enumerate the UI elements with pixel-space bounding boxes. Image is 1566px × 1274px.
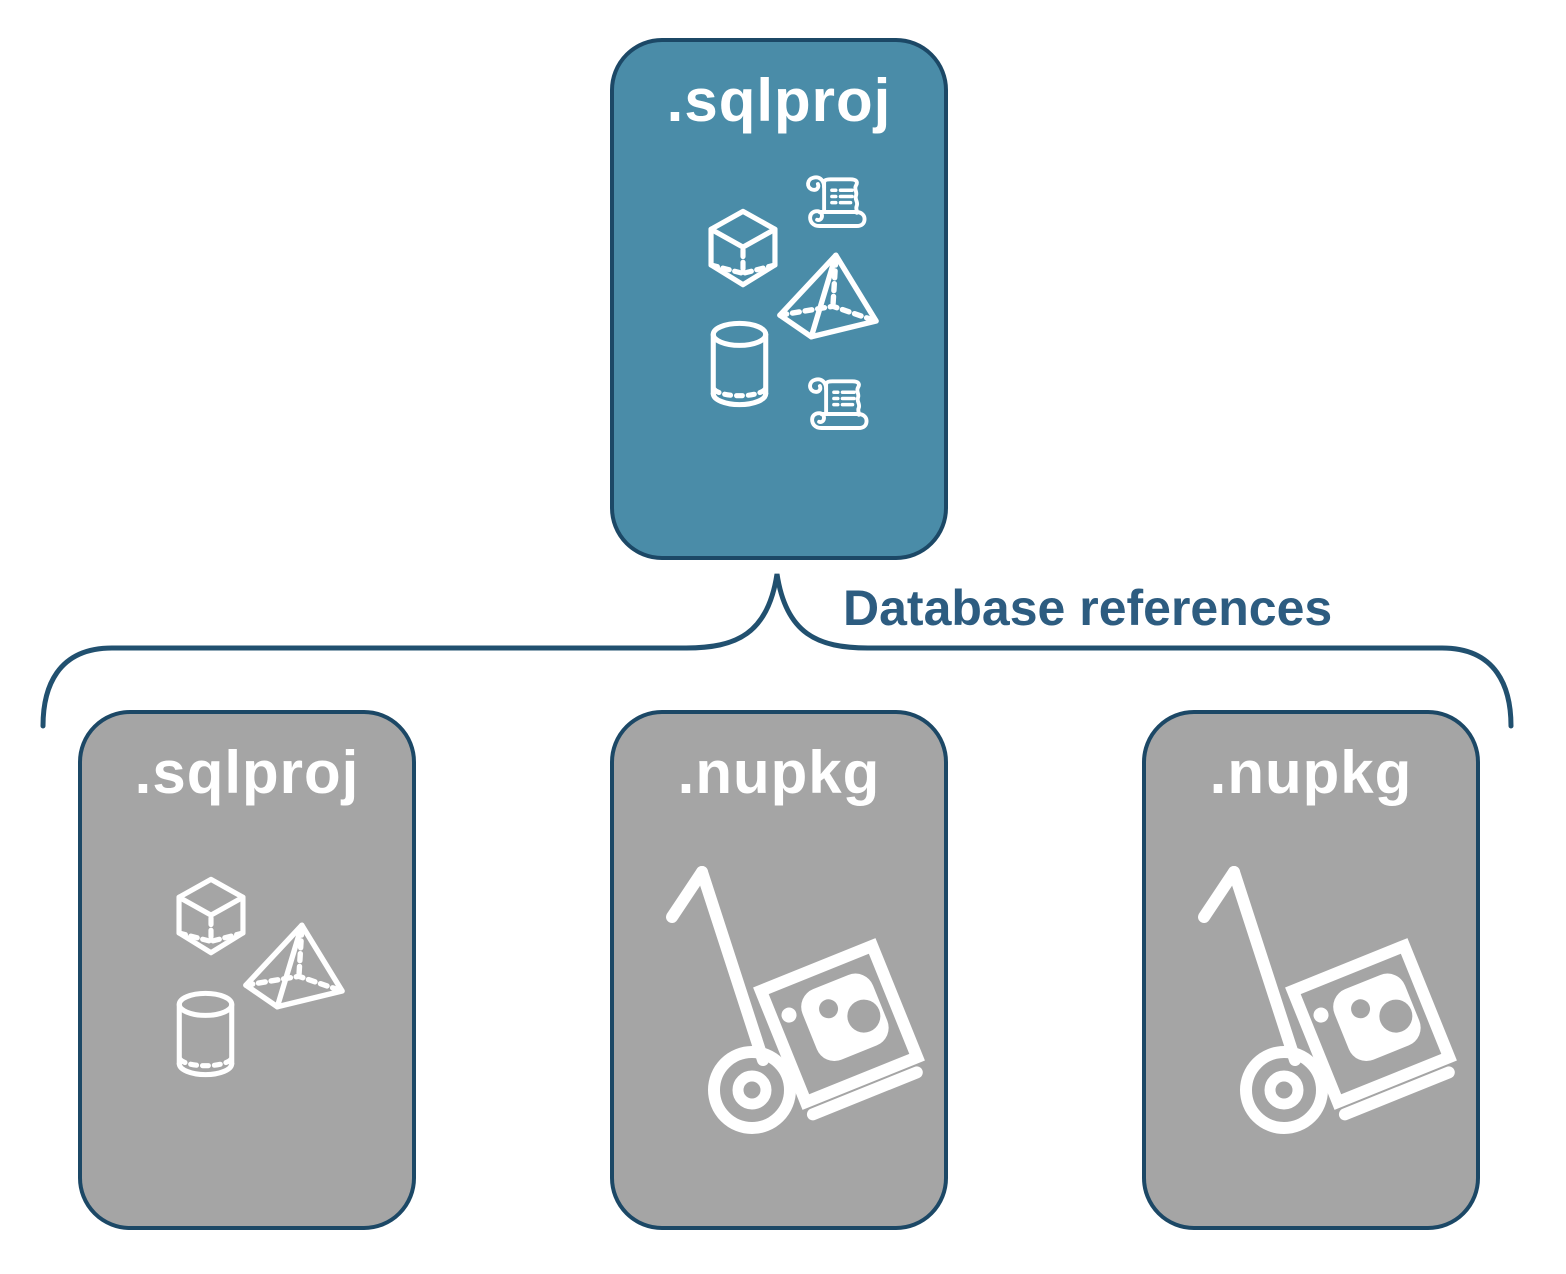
child-node-title: .nupkg — [677, 739, 881, 806]
cylinder-icon — [168, 990, 243, 1078]
nuget-package-handtruck-icon — [1154, 844, 1464, 1144]
child-node-sqlproj: .sqlproj — [78, 710, 416, 1230]
cylinder-icon — [702, 320, 777, 408]
child-node-nupkg-1: .nupkg — [610, 710, 948, 1230]
child-node-nupkg-2: .nupkg — [1142, 710, 1480, 1230]
root-node-sqlproj: .sqlproj — [610, 38, 948, 560]
root-node-title: .sqlproj — [666, 67, 892, 134]
nuget-package-handtruck-icon — [622, 844, 932, 1144]
pyramid-icon — [240, 920, 348, 1014]
pyramid-icon — [774, 250, 882, 344]
scroll-icon — [798, 372, 876, 442]
child-node-title: .sqlproj — [134, 739, 360, 806]
scroll-icon — [796, 170, 874, 240]
edge-label: Database references — [843, 580, 1333, 636]
child-node-title: .nupkg — [1209, 739, 1413, 806]
